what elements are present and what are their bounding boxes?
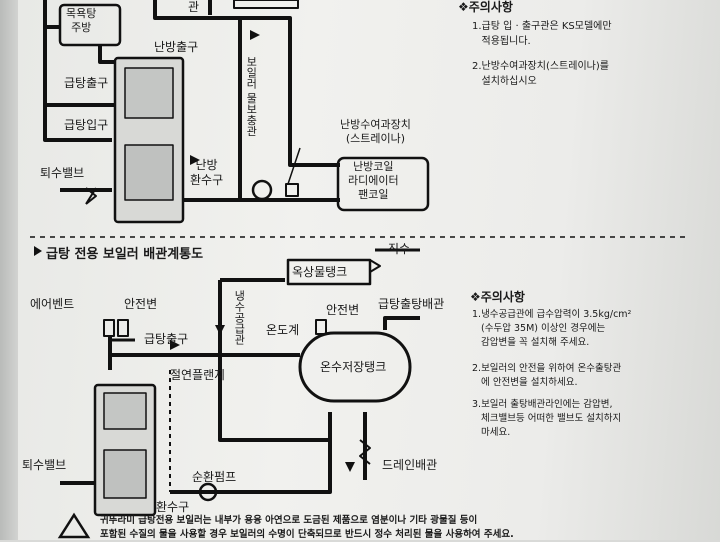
pipe-hot-in-line xyxy=(43,105,112,142)
label-boiler-supplement: 보일러 물보충관 xyxy=(244,56,258,137)
label-safety-valve: 안전변 xyxy=(124,297,158,311)
coil-box xyxy=(336,156,430,212)
label-hot-out: 급탕출구 xyxy=(64,76,109,90)
warning-line-2: 포함된 수질의 물을 사용할 경우 보일러의 수명이 단축되므로 반드시 정수 … xyxy=(100,529,514,540)
label-air-vent: 에어벤트 xyxy=(30,297,75,311)
storage-tank xyxy=(298,331,412,403)
boiler-lower-bottom xyxy=(103,449,147,499)
bottom-note-1: 1.냉수공급관에 급수압력이 3.5kg/cm² (수두압 35M) 이상인 경… xyxy=(472,309,632,348)
pipe-return-line xyxy=(170,440,332,494)
boiler-panel-top xyxy=(124,67,174,119)
label-return: 환수구 xyxy=(156,500,190,514)
strainer-top xyxy=(285,183,299,197)
bottom-notes-title: ❖주의사항 xyxy=(470,288,525,305)
label-thermometer: 온도계 xyxy=(266,323,300,337)
top-notes-title: ❖주의사항 xyxy=(458,0,513,15)
warning-line-1: 귀뚜라미 급탕전용 보일러는 내부가 용융 아연으로 도금된 제품으로 염분이나… xyxy=(100,515,478,526)
label-hot-out-b: 급탕출구 xyxy=(144,332,189,346)
pipe-hot-out-pipe xyxy=(383,316,420,330)
notes-bullet-icon: ❖ xyxy=(458,0,469,14)
bottom-heading: 급탕 전용 보일러 배관계통도 xyxy=(46,247,204,262)
label-drain-pipe: 드레인배관 xyxy=(382,458,438,472)
pipe-top-left xyxy=(43,0,60,29)
pipe-heat-return xyxy=(180,190,242,202)
pump-top xyxy=(251,179,273,201)
label-strainer: 난방수여과장치 (스트레이나) xyxy=(340,118,411,145)
label-direct-water: 직수 xyxy=(388,242,411,256)
bottom-notes-title-text: 주의사항 xyxy=(480,290,525,304)
label-hot-out-pipe: 급탕출탕배관 xyxy=(378,297,445,311)
bath-kitchen-box xyxy=(58,3,122,47)
pipe-hot-out-line xyxy=(43,27,115,107)
label-safety-valve2: 안전변 xyxy=(326,303,360,317)
pump-bottom xyxy=(198,482,218,502)
label-coil: 난방코일 라디에이터 팬코일 xyxy=(348,160,399,201)
boiler-panel-bottom xyxy=(103,392,147,430)
label-insulated-flange: 절연플랜지 xyxy=(170,368,226,382)
label-gwan: 관 xyxy=(188,0,200,14)
label-hot-in: 급탕입구 xyxy=(64,118,109,132)
top-note-2: 2.난방수여과장치(스트레이나)를 설치하십시오 xyxy=(472,61,609,87)
label-drain-valve: 퇴수밸브 xyxy=(40,166,85,180)
label-pump: 순환펌프 xyxy=(192,470,237,484)
notes-bullet-icon: ❖ xyxy=(470,290,481,304)
label-bath-kitchen: 목욕탕 주방 xyxy=(66,7,97,34)
label-heat-return: 난방 환수구 xyxy=(190,158,224,187)
top-note-1: 1.급탕 입 · 출구관은 KS모델에만 적용됩니다. xyxy=(472,21,612,47)
top-cut-box xyxy=(233,0,299,9)
label-heat-out: 난방출구 xyxy=(154,40,199,54)
sheet-left-edge xyxy=(0,0,18,540)
label-roof-tank: 옥상물탱크 xyxy=(292,265,348,279)
bottom-note-3: 3.보일러 출탕배관라인에는 감압변, 체크밸브등 어떠한 밸브도 설치하지 마… xyxy=(472,399,622,438)
warning-triangle xyxy=(57,512,91,539)
boiler-lower-top xyxy=(124,144,174,201)
label-drain-valve-b: 퇴수밸브 xyxy=(22,458,67,472)
pipe-bath-drop xyxy=(98,45,118,64)
bottom-note-2: 2.보일러의 안전을 위하여 온수출탕관 에 안전변을 설치하세요. xyxy=(472,363,622,388)
pipe-heat-out xyxy=(153,0,340,167)
label-storage-tank: 온수저장탱크 xyxy=(320,360,387,374)
label-cold-supply: 냉수공급관 xyxy=(232,290,246,345)
top-notes-title-text: 주의사항 xyxy=(468,0,513,14)
